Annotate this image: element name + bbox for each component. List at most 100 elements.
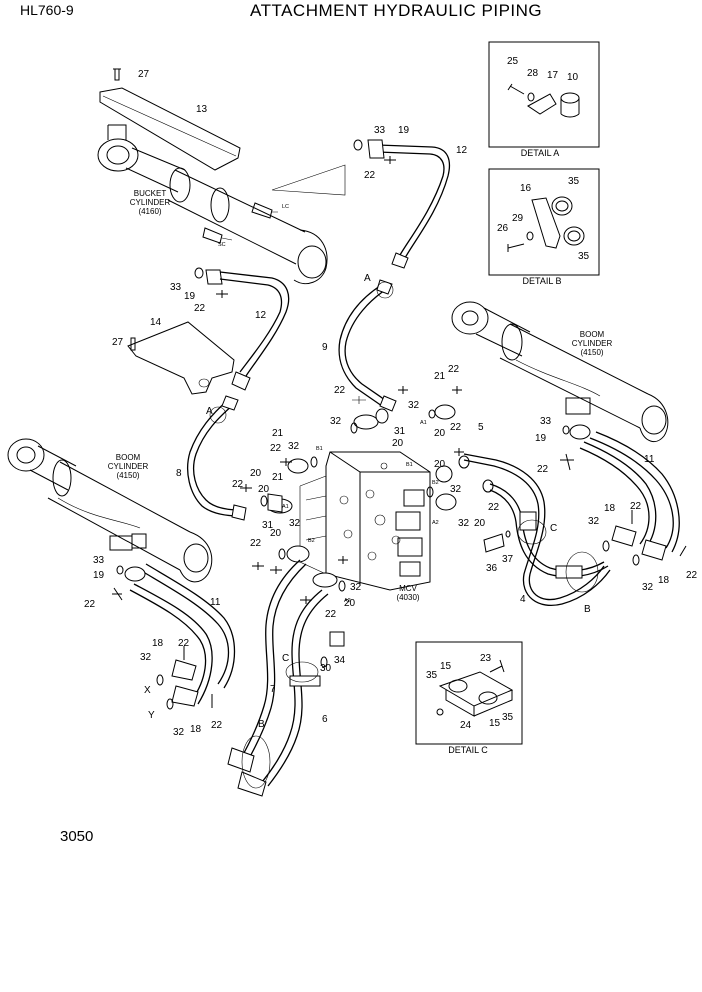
callout-21: 21 <box>272 428 284 439</box>
callout-33: 33 <box>93 555 105 566</box>
port-a2-right: A2 <box>432 520 439 526</box>
boom-cylinder-right-code: (4150) <box>580 348 603 357</box>
callout-15: 15 <box>440 661 452 672</box>
callout-14: 14 <box>150 317 162 328</box>
callout-30: 30 <box>320 663 332 674</box>
callout-22: 22 <box>232 479 244 490</box>
callout-32: 32 <box>458 518 470 529</box>
callout-B: B <box>258 719 265 730</box>
port-b2-left: B2 <box>308 538 315 544</box>
detail-b-title: DETAIL B <box>522 276 561 286</box>
port-lc: LC <box>282 204 289 210</box>
callout-20: 20 <box>258 484 270 495</box>
mcv-label: MCV <box>399 584 417 593</box>
callout-18: 18 <box>604 503 616 514</box>
bucket-cylinder-code: (4160) <box>138 207 161 216</box>
callout-22: 22 <box>211 720 223 731</box>
callout-32: 32 <box>588 516 600 527</box>
pipes-6-and-7 <box>227 559 345 797</box>
callout-12: 12 <box>255 310 267 321</box>
callout-32: 32 <box>289 518 301 529</box>
callout-36: 36 <box>486 563 498 574</box>
detail-a-title: DETAIL A <box>521 148 560 158</box>
callout-Y: Y <box>148 710 155 721</box>
callout-22: 22 <box>364 170 376 181</box>
callout-32: 32 <box>350 582 362 593</box>
callout-11: 11 <box>210 597 221 608</box>
callout-35: 35 <box>568 176 580 187</box>
callout-11: 11 <box>644 454 655 465</box>
callout-31: 31 <box>394 426 406 437</box>
callout-33: 33 <box>540 416 552 427</box>
callout-A: A <box>206 406 213 417</box>
callout-28: 28 <box>527 68 539 79</box>
callout-27: 27 <box>138 69 150 80</box>
callout-34: 34 <box>334 655 346 666</box>
port-b2-right: B2 <box>432 480 439 486</box>
callout-10: 10 <box>567 72 579 83</box>
callout-18: 18 <box>152 638 164 649</box>
left-boom-cylinder-drawing <box>7 438 236 710</box>
callout-5: 5 <box>478 422 484 433</box>
callout-18: 18 <box>190 724 202 735</box>
callout-31: 31 <box>262 520 274 531</box>
callout-26: 26 <box>497 223 509 234</box>
callout-35: 35 <box>426 670 438 681</box>
callout-17: 17 <box>547 70 559 81</box>
callout-15: 15 <box>489 718 501 729</box>
callout-32: 32 <box>642 582 654 593</box>
callout-32: 32 <box>408 400 420 411</box>
callout-6: 6 <box>322 714 328 725</box>
detail-c-title: DETAIL C <box>448 745 488 755</box>
callout-C: C <box>550 523 557 534</box>
callout-32: 32 <box>330 416 342 427</box>
bucket-cylinder-label-1: BUCKET <box>134 189 167 198</box>
bucket-cylinder-label-2: CYLINDER <box>130 198 171 207</box>
callout-12: 12 <box>456 145 468 156</box>
callout-9: 9 <box>322 342 328 353</box>
callout-23: 23 <box>480 653 492 664</box>
page-number: 3050 <box>60 828 94 845</box>
port-sc: SC <box>218 242 226 248</box>
bucket-cylinder-drawing <box>97 68 328 284</box>
callout-19: 19 <box>93 570 105 581</box>
callout-20: 20 <box>250 468 262 479</box>
callout-20: 20 <box>344 598 356 609</box>
callout-7: 7 <box>270 684 276 695</box>
callout-32: 32 <box>140 652 152 663</box>
callout-20: 20 <box>270 528 282 539</box>
callout-19: 19 <box>184 291 196 302</box>
callout-22: 22 <box>537 464 549 475</box>
right-boom-cylinder-drawing <box>451 301 687 606</box>
port-a1-right: A1 <box>420 420 427 426</box>
callout-A: A <box>364 273 371 284</box>
callout-13: 13 <box>196 104 208 115</box>
callout-27: 27 <box>112 337 124 348</box>
callout-32: 32 <box>288 441 300 452</box>
callout-19: 19 <box>398 125 410 136</box>
callout-16: 16 <box>520 183 532 194</box>
component-labels: BUCKET CYLINDER (4160) BOOM CYLINDER (41… <box>108 148 613 755</box>
callout-33: 33 <box>374 125 386 136</box>
callout-22: 22 <box>194 303 206 314</box>
boom-cylinder-right-label-2: CYLINDER <box>572 339 613 348</box>
detail-c-box <box>415 641 523 745</box>
callout-19: 19 <box>535 433 547 444</box>
boom-cylinder-left-code: (4150) <box>116 471 139 480</box>
mcv-code: (4030) <box>396 593 419 602</box>
callout-37: 37 <box>502 554 514 565</box>
callout-22: 22 <box>450 422 462 433</box>
callout-32: 32 <box>450 484 462 495</box>
callout-X: X <box>144 685 151 696</box>
callout-29: 29 <box>512 213 524 224</box>
callout-C: C <box>282 653 289 664</box>
port-b1-right: B1 <box>406 462 413 468</box>
callout-22: 22 <box>250 538 262 549</box>
callout-22: 22 <box>488 502 500 513</box>
callout-33: 33 <box>170 282 182 293</box>
port-a1-left: A1 <box>282 504 289 510</box>
callout-22: 22 <box>630 501 642 512</box>
callout-21: 21 <box>272 472 284 483</box>
